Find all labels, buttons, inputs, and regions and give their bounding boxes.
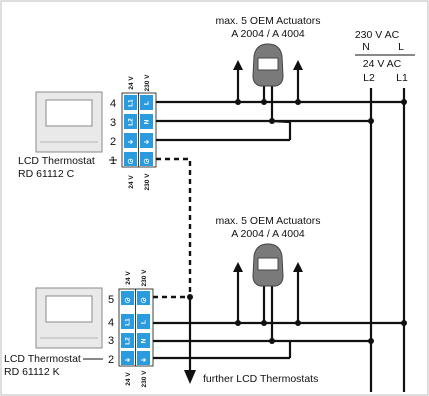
terminal-l1-label: L1 — [125, 318, 132, 326]
thermostat-c-24v-footer: 24 V — [128, 175, 135, 189]
actuator-bottom — [233, 243, 303, 341]
thermostat-k-230v-header: 230 V — [141, 269, 148, 287]
terminal-l-label: L — [144, 101, 151, 105]
thermostat-k-display — [45, 295, 93, 323]
supply-l-label: L — [398, 41, 404, 53]
supply-230vac-label: 230 V AC — [355, 29, 400, 41]
further-arrow-icon — [184, 370, 196, 384]
terminal-clock-icon: ◷ — [144, 158, 150, 165]
actuator-bottom-label-2: A 2004 / A 4004 — [231, 228, 305, 240]
thermostat-k-terminal-num: 5 — [108, 294, 114, 306]
terminal-l-label: L — [141, 320, 148, 324]
thermostat-c-display — [45, 99, 93, 127]
thermostat-k-terminal-block — [118, 288, 154, 367]
actuator-top — [233, 43, 303, 122]
terminal-arrow-icon: ➔ — [141, 357, 147, 364]
thermostat-c-terminal-num: 4 — [110, 98, 116, 110]
terminal-clock-icon: ◷ — [141, 297, 147, 304]
thermostat-k-model: RD 61112 K — [4, 366, 60, 378]
terminal-clock-icon: ◷ — [128, 158, 134, 165]
thermostat-c-terminal-block — [121, 92, 157, 168]
terminal-arrow-icon: ➔ — [128, 139, 134, 146]
terminal-l2-label: L2 — [128, 118, 135, 126]
thermostat-k-terminal-num: 2 — [108, 354, 114, 366]
thermostat-c-terminal-num: 2 — [110, 136, 116, 148]
terminal-n-label: N — [144, 119, 151, 124]
actuator-bottom-label-1: max. 5 OEM Actuators — [215, 215, 320, 227]
thermostat-c-24v-header: 24 V — [128, 76, 135, 90]
terminal-n-label: N — [141, 338, 148, 343]
terminal-l2-label: L2 — [125, 337, 132, 345]
supply-24vac-label: 24 V AC — [363, 58, 402, 70]
thermostat-k-terminal-num: 3 — [108, 335, 114, 347]
thermostat-k-24v-footer: 24 V — [125, 372, 132, 386]
thermostat-k-terminal-num: 4 — [108, 317, 114, 329]
thermostat-k-230v-footer: 230 V — [141, 370, 148, 388]
terminal-clock-icon: ◷ — [125, 297, 131, 304]
supply-n-label: N — [362, 41, 370, 53]
further-thermostats-label: further LCD Thermostats — [203, 373, 318, 385]
supply-l2-label: L2 — [363, 72, 375, 84]
thermostat-k-24v-header: 24 V — [125, 271, 132, 285]
supply-l1-label: L1 — [396, 72, 408, 84]
thermostat-k — [35, 287, 103, 349]
terminal-l1-label: L1 — [128, 99, 135, 107]
thermostat-c-230v-header: 230 V — [144, 74, 151, 92]
thermostat-k-title: LCD Thermostat — [4, 353, 81, 365]
thermostat-c — [35, 91, 103, 153]
terminal-arrow-icon: ➔ — [125, 357, 131, 364]
thermostat-c-terminal-num: 1 — [110, 155, 116, 167]
thermostat-c-230v-footer: 230 V — [144, 173, 151, 191]
actuator-top-label-2: A 2004 / A 4004 — [231, 28, 305, 40]
terminal-arrow-icon: ➔ — [144, 139, 150, 146]
thermostat-c-model: RD 61112 C — [18, 168, 75, 180]
thermostat-c-title: LCD Thermostat — [18, 155, 95, 167]
actuator-top-label-1: max. 5 OEM Actuators — [215, 15, 320, 27]
thermostat-c-terminal-num: 3 — [110, 117, 116, 129]
dashed-link-c — [156, 157, 192, 296]
